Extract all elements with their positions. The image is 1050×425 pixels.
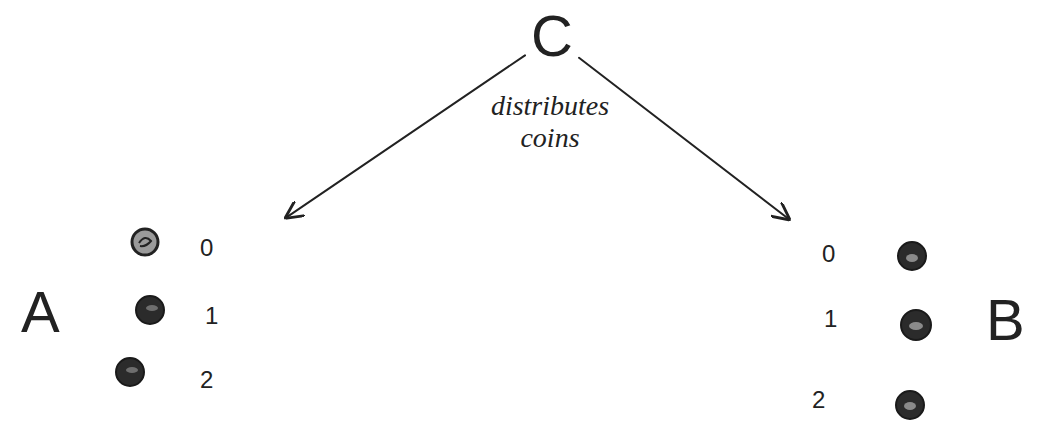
coin-highlight	[146, 305, 158, 311]
index-number: 2	[200, 366, 213, 394]
coin	[898, 242, 926, 270]
party-letter: C	[531, 4, 573, 68]
recipient-group: A	[15, 218, 285, 402]
index-number: 1	[205, 302, 218, 330]
source-node: C	[525, 2, 579, 72]
caption-note: distributes coins	[489, 90, 611, 154]
index-number: 0	[822, 240, 835, 268]
coin-highlight	[904, 402, 916, 410]
coin	[116, 358, 144, 386]
index-number: 1	[824, 305, 837, 333]
coin-highlight	[909, 322, 923, 330]
coin-column-a	[116, 229, 164, 386]
coin	[896, 391, 924, 419]
coin	[132, 229, 158, 255]
party-letter: A	[21, 280, 60, 344]
coin	[901, 310, 931, 340]
coin	[136, 296, 164, 324]
coin-mark	[139, 238, 151, 246]
party-letter: B	[986, 288, 1025, 352]
coin-highlight	[906, 254, 918, 262]
coin-column-b	[896, 242, 931, 419]
index-number: 0	[200, 234, 213, 262]
coin-highlight	[126, 367, 138, 373]
index-number: 2	[812, 386, 825, 414]
